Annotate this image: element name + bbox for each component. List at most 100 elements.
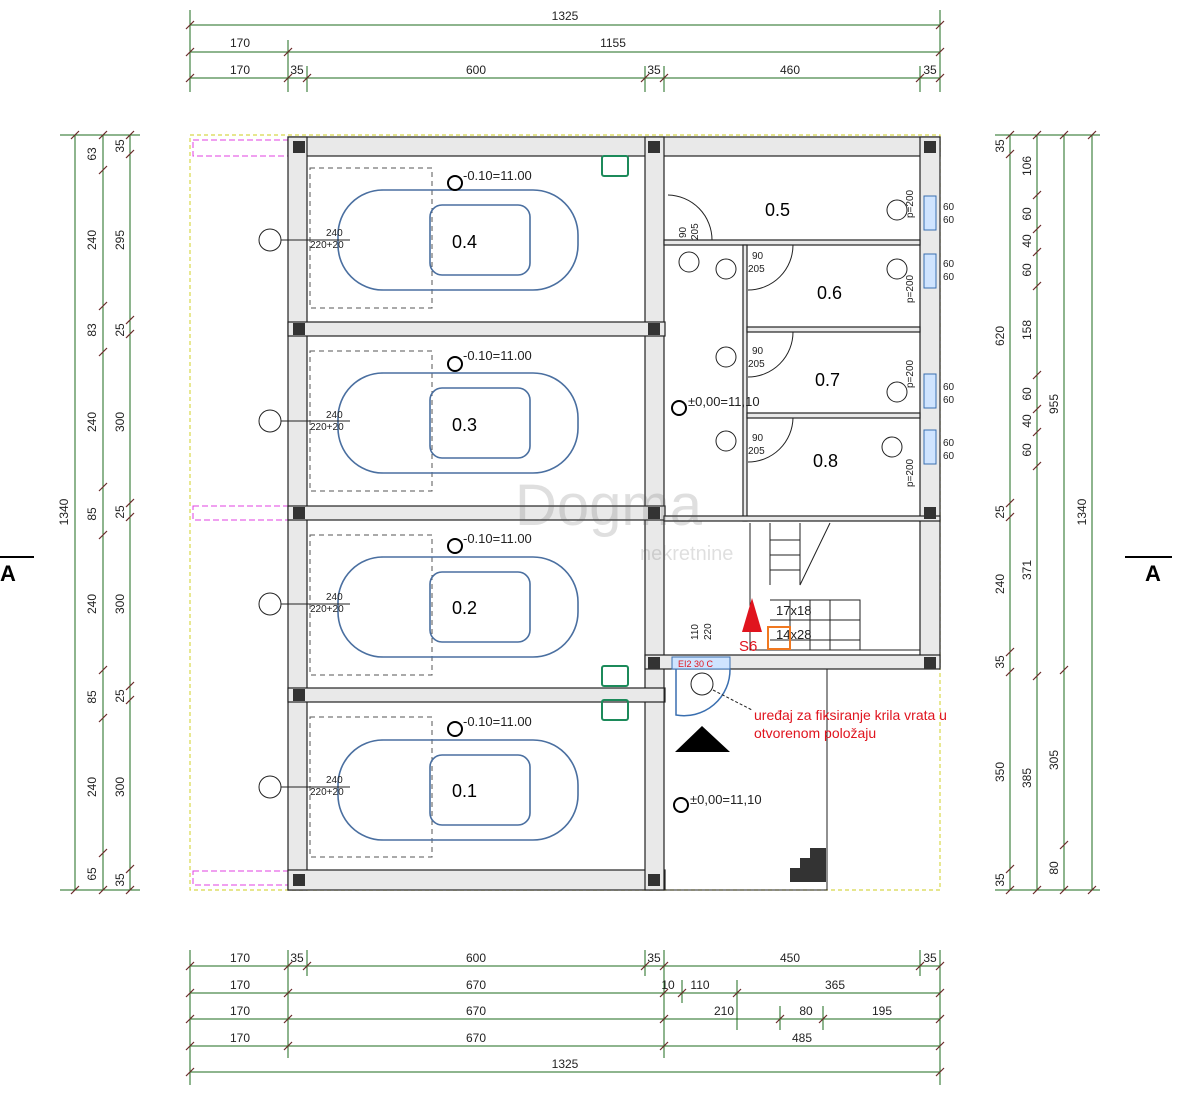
dim-bot-4-b: 670: [466, 1031, 486, 1045]
svg-text:90: 90: [678, 226, 689, 238]
room-label-0-7: 0.7: [815, 370, 840, 390]
garage-0-4: 0.4 240 220+20 -0.10=11.00: [258, 167, 579, 309]
dim-right-c2-4: 60: [1020, 263, 1034, 277]
entry: EI2 30 C 110 220 ±0,00=11,10: [671, 623, 826, 882]
dim-bot-1-b: 35: [290, 951, 304, 965]
svg-text:90: 90: [752, 251, 764, 262]
section-marker-right: A: [1125, 556, 1172, 586]
dim-left-i9: 35: [113, 873, 127, 887]
dim-right-c3-1: 955: [1047, 394, 1061, 414]
svg-text:A: A: [1145, 561, 1161, 586]
dim-bot-total: 1325: [552, 1057, 579, 1071]
room-label-0-4: 0.4: [452, 232, 477, 252]
dim-right-c1-6: 350: [993, 762, 1007, 782]
svg-text:p=200: p=200: [905, 359, 916, 388]
svg-text:p=200: p=200: [905, 458, 916, 487]
bottom-dimensions: 170 35 600 35 450 35 170 670 10 110 365 …: [185, 950, 945, 1085]
dim-top-3-d: 35: [647, 63, 661, 77]
dim-right-c1-4: 240: [993, 574, 1007, 594]
dim-bot-2-d: 110: [690, 978, 709, 992]
dim-left-o6: 240: [85, 594, 99, 614]
dim-left-o2: 240: [85, 230, 99, 250]
garage-door-w-0-3: 240: [326, 410, 343, 421]
annotation-note: uređaj za fiksiranje krila vrata u otvor…: [754, 707, 947, 741]
garage-door-h-0-1: 220+20: [310, 787, 344, 798]
left-dimensions: 1340 63 240 83 240 85 240 85 240 65 35 2…: [57, 130, 140, 895]
dim-left-i3: 25: [113, 323, 127, 337]
dim-left-i8: 300: [113, 777, 127, 797]
dim-right-c1-1: 35: [993, 139, 1007, 153]
dim-left-i1: 35: [113, 139, 127, 153]
svg-text:60: 60: [943, 259, 955, 270]
garage-0-1: 0.1 240 220+20 -0.10=11.00: [258, 714, 579, 858]
garage-door-w-0-2: 240: [326, 592, 343, 603]
dim-bot-2-e: 365: [825, 978, 845, 992]
garage-door-h-0-4: 220+20: [310, 240, 344, 251]
svg-text:S6: S6: [739, 638, 757, 655]
room-label-0-3: 0.3: [452, 415, 477, 435]
svg-text:60: 60: [943, 382, 955, 393]
fire-sign-icon: [742, 598, 762, 632]
dim-right-total: 1340: [1075, 498, 1089, 525]
dim-top-2-b: 1155: [600, 36, 626, 50]
dim-bot-3-c: 210: [714, 1004, 734, 1018]
dim-left-total: 1340: [57, 498, 71, 525]
dim-bot-1-c: 600: [466, 951, 486, 965]
dim-right-c2-9: 371: [1020, 560, 1034, 580]
dim-left-i7: 25: [113, 689, 127, 703]
svg-text:p=200: p=200: [905, 189, 916, 218]
windows: 60 60 60 60 60 60 60 60: [923, 195, 955, 465]
dim-left-o5: 85: [85, 507, 99, 521]
garage-door-h-0-2: 220+20: [310, 604, 344, 615]
svg-text:±0,00=11,10: ±0,00=11,10: [690, 792, 762, 807]
dim-left-i4: 300: [113, 412, 127, 432]
svg-text:60: 60: [943, 202, 955, 213]
section-marker-left: A: [0, 556, 34, 586]
room-label-0-6: 0.6: [817, 283, 842, 303]
level-0-2: -0.10=11.00: [463, 531, 532, 546]
right-dimensions: 35 620 25 240 35 350 35 106 60 40 60 158…: [993, 130, 1100, 895]
dim-bot-1-a: 170: [230, 951, 250, 965]
dim-bot-1-f: 35: [923, 951, 937, 965]
dim-right-c1-7: 35: [993, 873, 1007, 887]
svg-text:205: 205: [690, 223, 701, 240]
dim-right-c2-2: 60: [1020, 207, 1034, 221]
svg-text:60: 60: [943, 215, 955, 226]
svg-text:205: 205: [748, 359, 765, 370]
svg-text:EI2 30 C: EI2 30 C: [678, 659, 714, 669]
svg-text:Dogma: Dogma: [515, 473, 703, 538]
hydrant-icon: [601, 699, 629, 721]
dim-bot-4-a: 170: [230, 1031, 250, 1045]
staircase: 17x18 14x28 S6: [739, 522, 920, 655]
svg-text:60: 60: [943, 395, 955, 406]
dim-top-3-a: 170: [230, 63, 250, 77]
svg-text:±0,00=11,10: ±0,00=11,10: [688, 394, 760, 409]
room-label-0-5: 0.5: [765, 200, 790, 220]
room-0-7: 0.7 90 205 p=200: [747, 331, 916, 403]
svg-text:14x28: 14x28: [776, 627, 811, 642]
room-label-0-8: 0.8: [813, 451, 838, 471]
svg-text:90: 90: [752, 433, 764, 444]
dim-left-o3: 83: [85, 323, 99, 337]
dim-bot-3-b: 670: [466, 1004, 486, 1018]
garage-door-h-0-3: 220+20: [310, 422, 344, 433]
dim-right-c3-2: 305: [1047, 750, 1061, 770]
dim-bot-2-a: 170: [230, 978, 250, 992]
dim-right-c2-10: 385: [1020, 768, 1034, 788]
room-0-8: 0.8 90 205 p=200: [747, 417, 916, 487]
garage-door-w-0-4: 240: [326, 228, 343, 239]
svg-text:17x18: 17x18: [776, 603, 811, 618]
svg-text:A: A: [0, 561, 16, 586]
level-0-3: -0.10=11.00: [463, 348, 532, 363]
entrance-arrow-icon: [675, 726, 730, 752]
dim-left-o8: 240: [85, 777, 99, 797]
top-dimensions: 1325 170 1155 170 35 600 35 460 35: [185, 9, 945, 92]
svg-text:otvorenom položaju: otvorenom položaju: [754, 725, 876, 741]
dim-right-c2-7: 40: [1020, 414, 1034, 428]
dim-left-o1: 63: [85, 147, 99, 161]
dim-right-c3-3: 80: [1047, 861, 1061, 875]
garage-door-w-0-1: 240: [326, 775, 343, 786]
dim-bot-3-e: 195: [872, 1004, 892, 1018]
dim-right-c2-5: 158: [1020, 320, 1034, 340]
svg-text:p=200: p=200: [905, 274, 916, 303]
